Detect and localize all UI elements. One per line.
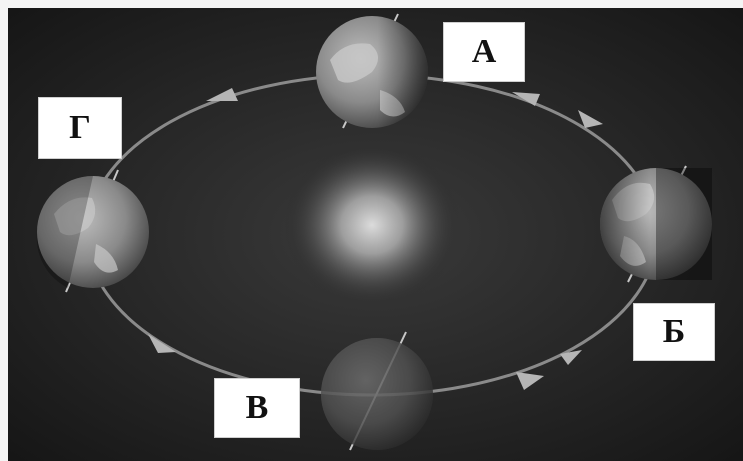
label-v: В bbox=[214, 378, 300, 438]
label-b: Б bbox=[633, 303, 715, 361]
orbit-scene bbox=[8, 8, 743, 461]
label-g: Г bbox=[38, 97, 122, 159]
label-a: А bbox=[443, 22, 525, 82]
sun bbox=[284, 143, 460, 307]
